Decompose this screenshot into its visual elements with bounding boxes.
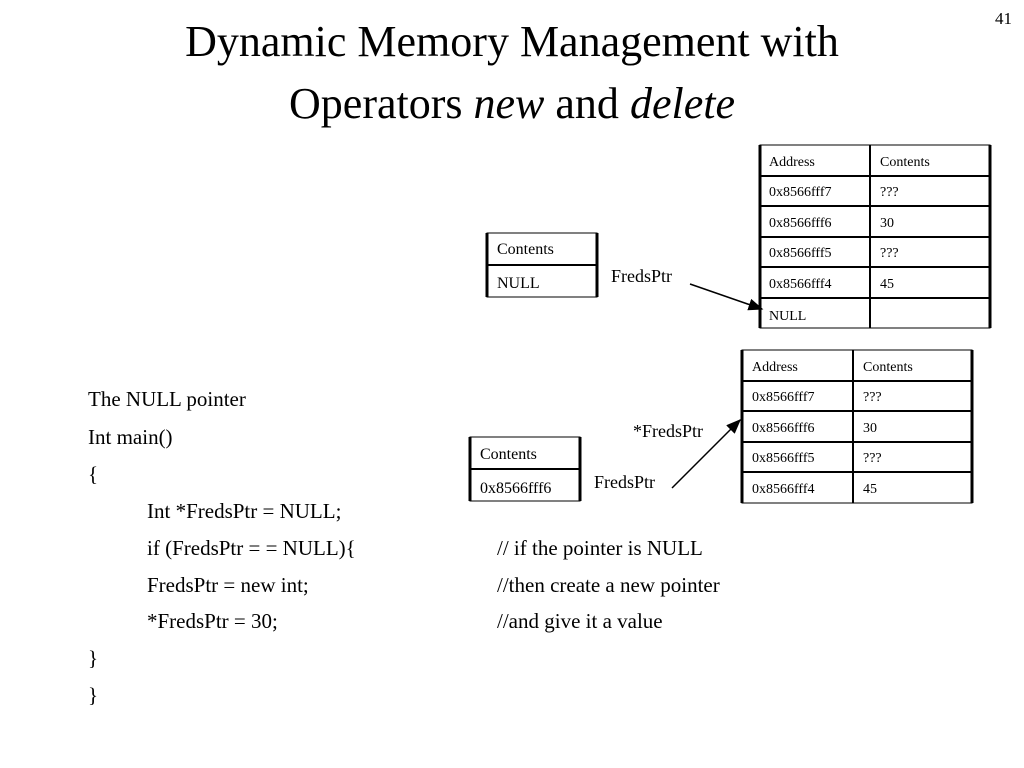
- slide-title-line2: Operators new and delete: [289, 79, 735, 128]
- table-cell-address: 0x8566fff4: [752, 482, 814, 497]
- code-line: }: [88, 683, 98, 707]
- fredsptr-label-bottom: FredsPtr: [594, 472, 655, 492]
- pointer-box-value: NULL: [497, 275, 540, 292]
- table-header-address: Address: [769, 155, 815, 170]
- table-cell-contents: ???: [880, 185, 899, 200]
- code-heading: The NULL pointer: [88, 387, 246, 411]
- pointer-arrow-bottom: [671, 418, 742, 489]
- table-cell-contents: 45: [863, 482, 877, 497]
- table-header-contents: Contents: [863, 360, 913, 375]
- table-cell-address: 0x8566fff7: [752, 390, 814, 405]
- memory-table-bottom: Address Contents 0x8566fff7 ??? 0x8566ff…: [740, 349, 974, 504]
- table-cell-address: 0x8566fff4: [769, 277, 831, 292]
- table-cell-address: NULL: [769, 309, 806, 324]
- table-cell-contents: ???: [863, 390, 882, 405]
- table-header-address: Address: [752, 360, 798, 375]
- title-new-keyword: new: [474, 79, 546, 128]
- code-line: Int *FredsPtr = NULL;: [147, 499, 341, 523]
- table-cell-contents: ???: [863, 451, 882, 466]
- table-cell-address: 0x8566fff7: [769, 185, 831, 200]
- slide-title-line1: Dynamic Memory Management with: [185, 17, 839, 66]
- title-prefix: Operators: [289, 79, 474, 128]
- code-line: FredsPtr = new int;: [147, 573, 309, 597]
- pointer-box-header: Contents: [480, 446, 537, 463]
- pointer-box-bottom: Contents 0x8566fff6: [468, 436, 582, 502]
- code-line: *FredsPtr = 30;: [147, 609, 278, 633]
- table-cell-address: 0x8566fff6: [769, 216, 831, 231]
- code-line: {: [88, 462, 98, 486]
- fredsptr-label-top: FredsPtr: [611, 266, 672, 286]
- code-line: Int main(): [88, 425, 173, 449]
- pointer-box-value: 0x8566fff6: [480, 480, 551, 497]
- table-header-contents: Contents: [880, 155, 930, 170]
- title-delete-keyword: delete: [630, 79, 735, 128]
- code-line: if (FredsPtr = = NULL){: [147, 536, 356, 560]
- table-cell-contents: 30: [880, 216, 894, 231]
- slide-number: 41: [995, 9, 1012, 28]
- table-cell-contents: ???: [880, 246, 899, 261]
- table-cell-contents: 45: [880, 277, 894, 292]
- pointer-box-top: Contents NULL: [485, 232, 599, 298]
- table-cell-address: 0x8566fff5: [752, 451, 814, 466]
- pointer-arrow-top: [689, 283, 764, 311]
- code-block: The NULL pointer Int main() { Int *Freds…: [88, 387, 720, 707]
- code-comment: //and give it a value: [497, 609, 663, 633]
- table-cell-contents: 30: [863, 421, 877, 436]
- code-comment: //then create a new pointer: [497, 573, 720, 597]
- memory-table-top: Address Contents 0x8566fff7 ??? 0x8566ff…: [758, 144, 992, 329]
- code-line: }: [88, 646, 98, 670]
- pointer-box-header: Contents: [497, 241, 554, 258]
- table-cell-address: 0x8566fff5: [769, 246, 831, 261]
- deref-fredsptr-label: *FredsPtr: [633, 421, 703, 441]
- code-comment: // if the pointer is NULL: [497, 536, 703, 560]
- title-and: and: [544, 79, 630, 128]
- table-cell-address: 0x8566fff6: [752, 421, 814, 436]
